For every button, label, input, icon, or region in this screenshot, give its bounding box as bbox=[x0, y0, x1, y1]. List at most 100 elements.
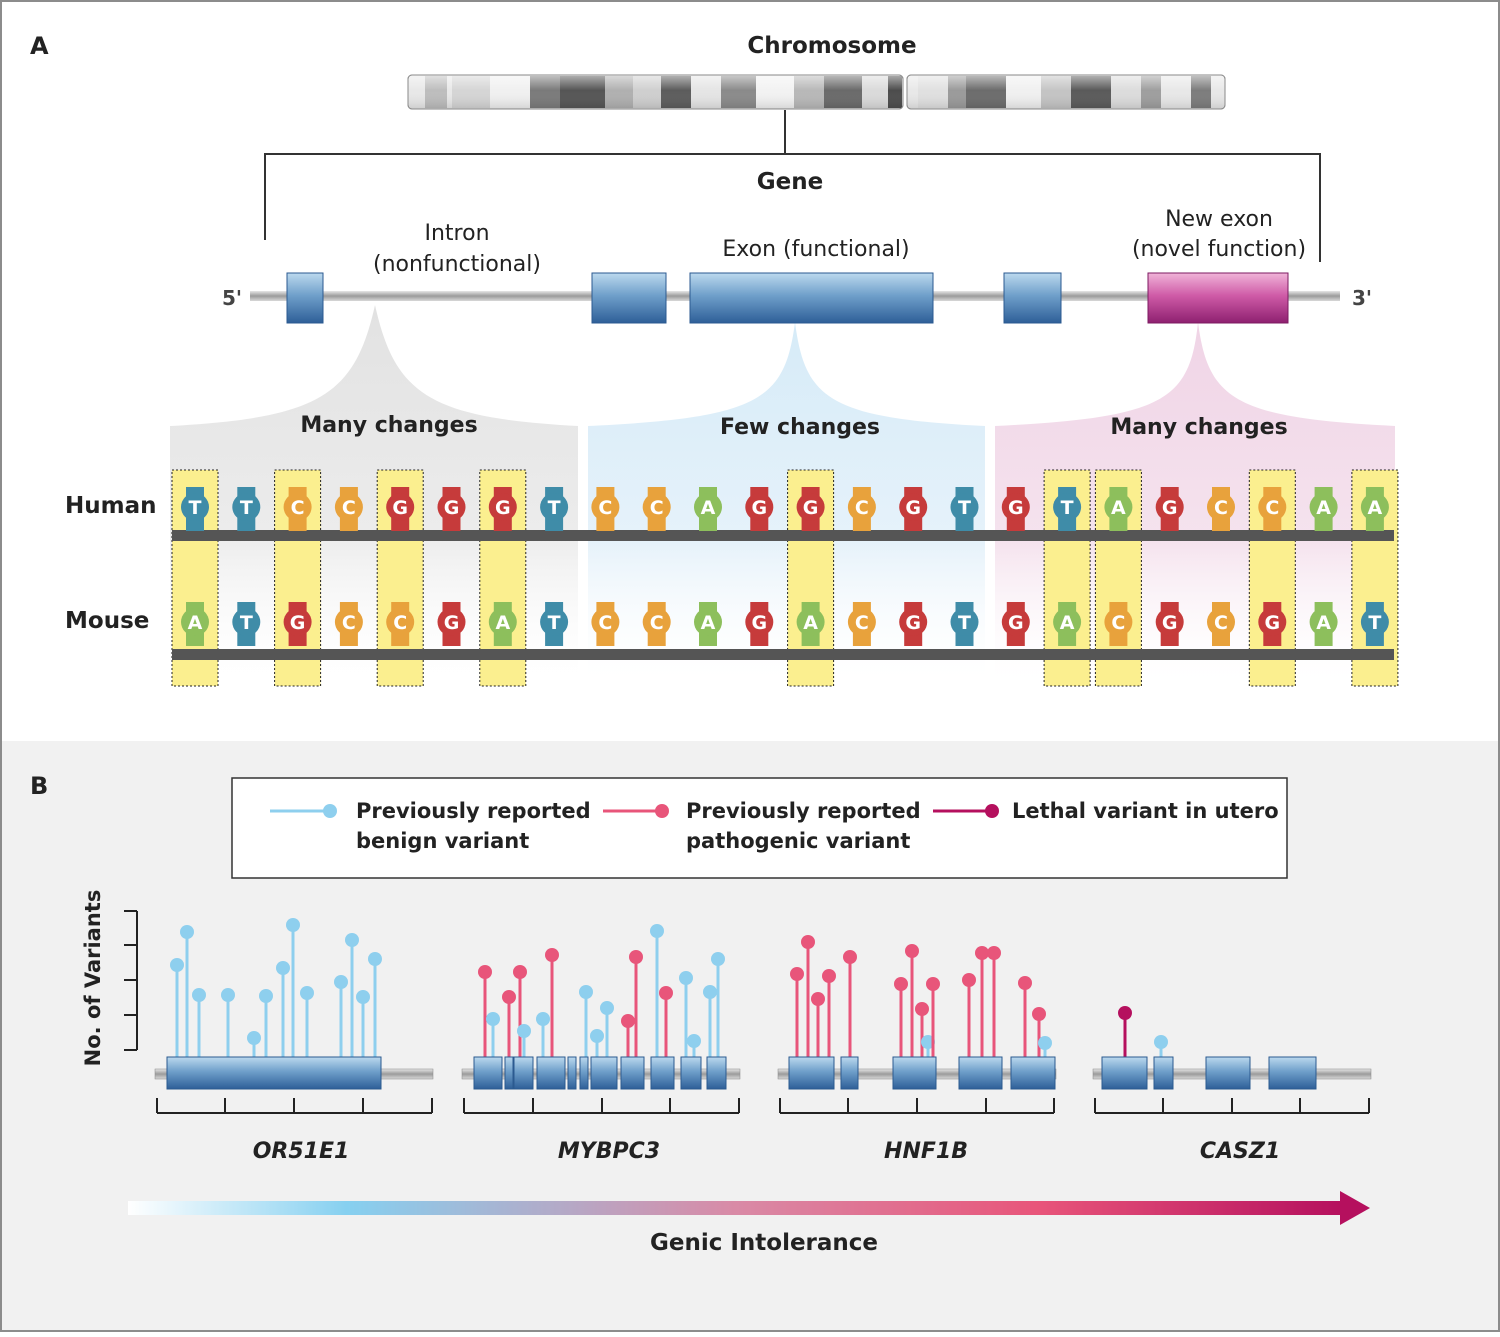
gene-name-hnf1b: HNF1B bbox=[884, 1139, 968, 1164]
gene-name-mybpc3: MYBPC3 bbox=[558, 1139, 660, 1164]
gene-track bbox=[777, 935, 1057, 1114]
variant-dot bbox=[822, 969, 836, 983]
mouse-base-G: G bbox=[1001, 602, 1030, 646]
human-base-A: A bbox=[1360, 487, 1389, 531]
base-letter: G bbox=[905, 497, 921, 519]
mouse-base-G: G bbox=[745, 602, 774, 646]
exon-b bbox=[620, 1056, 645, 1090]
new-exon-label-line1: New exon bbox=[1165, 207, 1273, 232]
variant-dot bbox=[1032, 1007, 1046, 1021]
variant-dot bbox=[579, 985, 593, 999]
exon-b bbox=[958, 1056, 1003, 1090]
variant-dot bbox=[1154, 1035, 1168, 1049]
base-letter: C bbox=[1111, 612, 1125, 634]
three-prime-label: 3' bbox=[1352, 286, 1372, 310]
human-base-G: G bbox=[437, 487, 466, 531]
mouse-base-A: A bbox=[181, 602, 209, 646]
variant-dot bbox=[513, 965, 527, 979]
exon-zoom-region bbox=[588, 322, 985, 690]
exon-b bbox=[680, 1056, 702, 1090]
base-letter: T bbox=[958, 612, 971, 634]
exon-functional bbox=[689, 272, 934, 324]
base-letter: C bbox=[650, 612, 664, 634]
base-letter: G bbox=[751, 497, 767, 519]
variant-dot bbox=[356, 990, 370, 1004]
base-letter: A bbox=[803, 612, 818, 634]
base-letter: G bbox=[444, 497, 460, 519]
human-base-G: G bbox=[1155, 487, 1184, 531]
chromosome bbox=[407, 74, 1226, 110]
chromosome-arm-shade bbox=[407, 74, 904, 110]
human-base-A: A bbox=[1309, 487, 1338, 531]
row-label-human: Human bbox=[65, 493, 156, 519]
legend-pathogenic-dot bbox=[655, 804, 669, 818]
human-base-T: T bbox=[181, 487, 209, 531]
base-letter: A bbox=[188, 612, 203, 634]
human-base-A: A bbox=[1104, 487, 1133, 531]
exon-b bbox=[504, 1056, 514, 1090]
base-letter: C bbox=[342, 612, 356, 634]
human-base-A: A bbox=[694, 487, 722, 531]
base-letter: C bbox=[650, 497, 664, 519]
mouse-base-C: C bbox=[591, 602, 620, 646]
variant-dot bbox=[345, 933, 359, 947]
legend-benign-line1: Previously reported bbox=[356, 799, 591, 823]
legend-pathogenic-line1: Previously reported bbox=[686, 799, 921, 823]
variant-dot bbox=[486, 1012, 500, 1026]
base-letter: A bbox=[1316, 497, 1331, 519]
human-base-C: C bbox=[1258, 487, 1287, 531]
base-letter: C bbox=[1214, 612, 1228, 634]
variant-dot bbox=[192, 988, 206, 1002]
region-label-intron: Many changes bbox=[300, 413, 477, 438]
variant-dot bbox=[687, 1034, 701, 1048]
exon-b bbox=[788, 1056, 835, 1090]
human-base-C: C bbox=[642, 487, 671, 531]
variant-dot bbox=[811, 992, 825, 1006]
mouse-base-C: C bbox=[386, 602, 415, 646]
mouse-base-A: A bbox=[1053, 602, 1082, 646]
variant-dot bbox=[629, 950, 643, 964]
legend-benign-dot bbox=[323, 804, 337, 818]
base-letter: G bbox=[1008, 497, 1024, 519]
mouse-base-C: C bbox=[334, 602, 363, 646]
intolerance-arrowhead bbox=[1340, 1191, 1370, 1225]
variant-dot bbox=[1118, 1006, 1132, 1020]
base-letter: G bbox=[1008, 612, 1024, 634]
intron-label-line2: (nonfunctional) bbox=[373, 252, 541, 277]
exon-b bbox=[166, 1056, 382, 1090]
variant-dot bbox=[536, 1012, 550, 1026]
row-label-mouse: Mouse bbox=[65, 608, 149, 634]
mouse-base-C: C bbox=[1104, 602, 1133, 646]
mouse-base-G: G bbox=[1155, 602, 1184, 646]
exon-b bbox=[892, 1056, 937, 1090]
exon-b bbox=[1010, 1056, 1056, 1090]
base-letter: G bbox=[803, 497, 819, 519]
base-letter: T bbox=[548, 497, 561, 519]
legend-pathogenic-line2: pathogenic variant bbox=[686, 829, 910, 853]
base-letter: G bbox=[1162, 612, 1178, 634]
gene-name-or51e1: OR51E1 bbox=[253, 1139, 350, 1164]
base-letter: G bbox=[290, 612, 306, 634]
variant-dot bbox=[247, 1031, 261, 1045]
mouse-base-A: A bbox=[1309, 602, 1338, 646]
exon-4 bbox=[1003, 272, 1062, 324]
base-letter: T bbox=[958, 497, 971, 519]
mouse-base-C: C bbox=[1207, 602, 1235, 646]
base-letter: G bbox=[495, 497, 511, 519]
exon-b bbox=[1101, 1056, 1148, 1090]
exon-b bbox=[579, 1056, 589, 1090]
legend-box bbox=[231, 777, 1288, 879]
human-base-C: C bbox=[334, 487, 363, 531]
human-base-T: T bbox=[232, 487, 261, 531]
base-letter: T bbox=[240, 497, 253, 519]
base-letter: A bbox=[495, 612, 510, 634]
variant-dot bbox=[987, 946, 1001, 960]
variant-dot bbox=[334, 975, 348, 989]
base-letter: C bbox=[342, 497, 356, 519]
gene-label: Gene bbox=[757, 169, 823, 195]
exon-2 bbox=[591, 272, 667, 324]
base-letter: A bbox=[1368, 497, 1383, 519]
new-exon-label-line2: (novel function) bbox=[1132, 237, 1306, 262]
gene-track bbox=[154, 918, 434, 1114]
